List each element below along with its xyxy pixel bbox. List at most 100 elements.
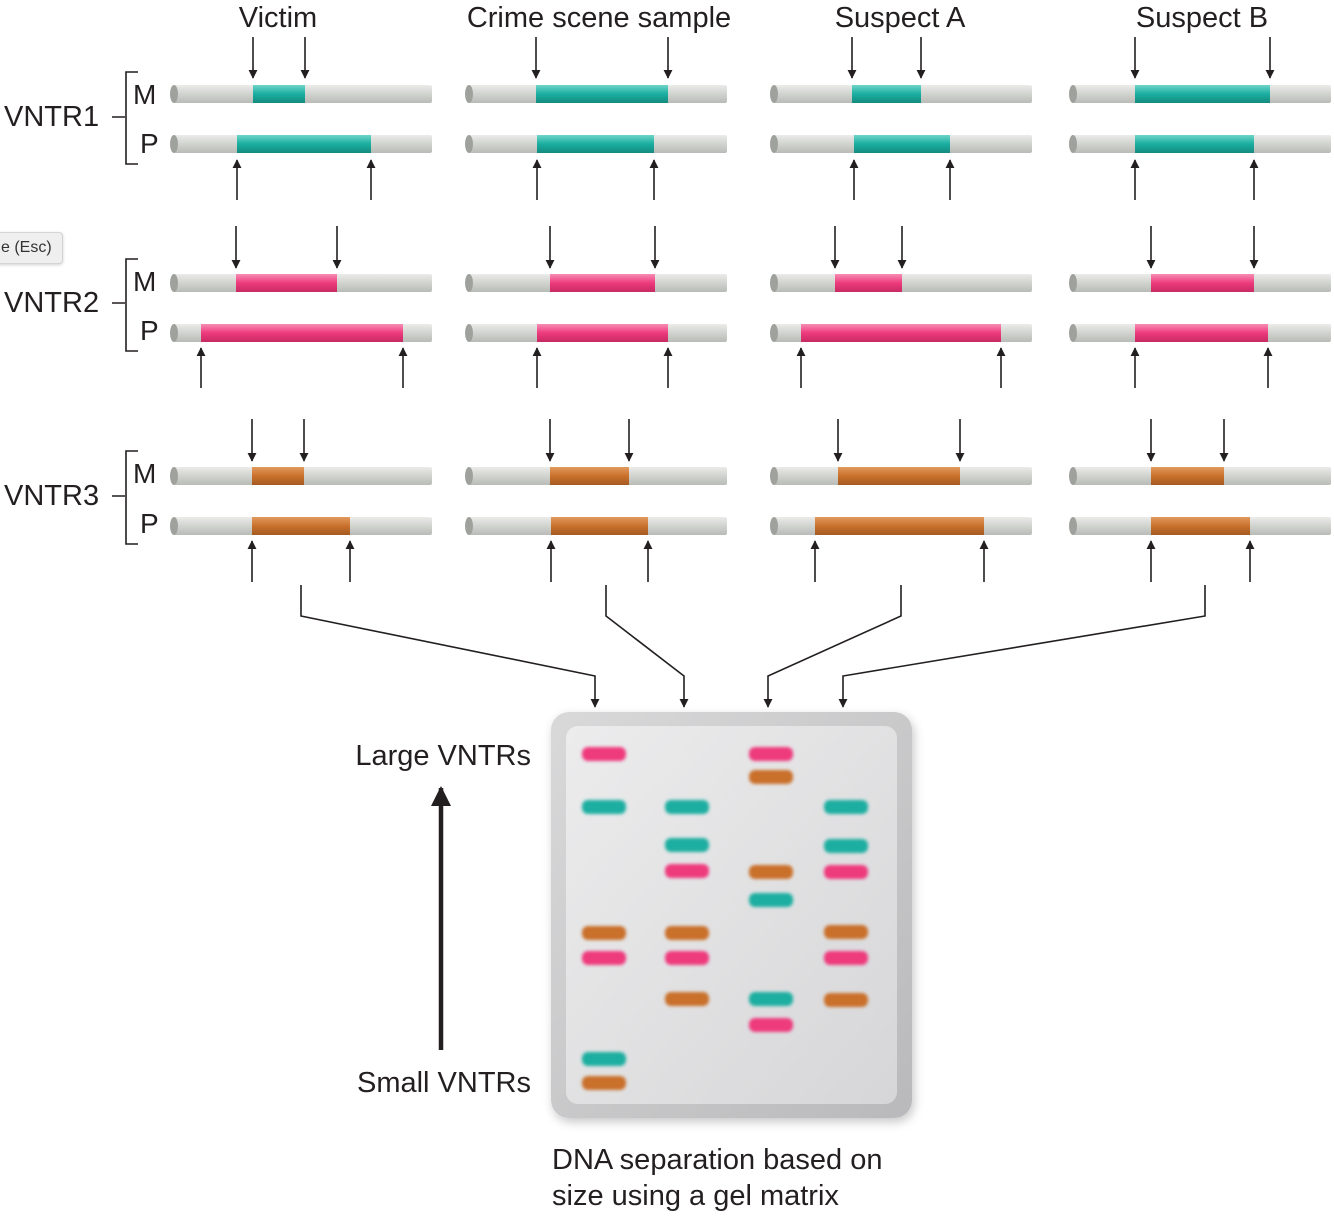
rod-end-cap: [170, 135, 178, 153]
locus-label-vntr3: VNTR3: [4, 480, 99, 512]
vntr-repeat-segment: [551, 517, 648, 535]
column-header-suspect-b: Suspect B: [1136, 2, 1268, 34]
vntr-repeat-segment: [1151, 517, 1250, 535]
rod-end-cap: [1069, 135, 1077, 153]
allele-rod-vntr2-suspect-b-maternal: [1069, 274, 1331, 292]
connector-victim: [300, 585, 600, 708]
dna-rod: [774, 274, 1032, 292]
gel-band-crime-scene-vntr1: [665, 838, 709, 852]
gel-band-suspect-b-vntr2: [824, 951, 868, 965]
gel-band-crime-scene-vntr3: [665, 992, 709, 1006]
rod-end-cap: [465, 85, 473, 103]
paternal-label-vntr1: P: [140, 128, 159, 159]
vntr-repeat-segment: [1135, 85, 1270, 103]
vntr-repeat-segment: [237, 135, 371, 153]
locus-bracket-vntr2: [112, 258, 138, 352]
gel-bed: [566, 726, 897, 1104]
rod-end-cap: [1069, 274, 1077, 292]
rod-end-cap: [1069, 517, 1077, 535]
rod-end-cap: [1069, 467, 1077, 485]
vntr-repeat-segment: [537, 324, 668, 342]
vntr-repeat-segment: [550, 467, 629, 485]
allele-rod-vntr2-crime-scene-maternal: [465, 274, 727, 292]
gel-band-suspect-a-vntr3: [749, 865, 793, 879]
small-vntrs-label: Small VNTRs: [357, 1067, 531, 1099]
gel-connectors: [300, 585, 1206, 708]
maternal-label-vntr1: M: [133, 79, 156, 110]
gel-band-suspect-a-vntr2: [749, 747, 793, 761]
rod-end-cap: [770, 517, 778, 535]
allele-rod-vntr3-suspect-a-maternal: [770, 467, 1032, 485]
rod-end-cap: [465, 274, 473, 292]
allele-rods: [170, 85, 1331, 535]
locus-bracket-vntr3: [112, 450, 138, 545]
vntr-repeat-segment: [835, 274, 902, 292]
gel-band-suspect-a-vntr1: [749, 893, 793, 907]
vntr-repeat-segment: [201, 324, 403, 342]
gel-band-victim-vntr3: [582, 926, 626, 940]
allele-rod-vntr1-victim-paternal: [170, 135, 432, 153]
allele-rod-vntr1-suspect-a-maternal: [770, 85, 1032, 103]
allele-rod-vntr2-crime-scene-paternal: [465, 324, 727, 342]
rod-end-cap: [465, 135, 473, 153]
allele-rod-vntr3-suspect-a-paternal: [770, 517, 1032, 535]
paternal-label-vntr2: P: [140, 315, 159, 346]
rod-end-cap: [465, 467, 473, 485]
gel-band-victim-vntr1: [582, 800, 626, 814]
rod-end-cap: [770, 467, 778, 485]
locus-label-vntr2: VNTR2: [4, 287, 99, 319]
gel-band-suspect-b-vntr1: [824, 839, 868, 853]
column-header-victim: Victim: [239, 2, 317, 34]
rod-end-cap: [170, 85, 178, 103]
vntr-repeat-segment: [252, 467, 304, 485]
gel-band-victim-vntr2: [582, 951, 626, 965]
connector-crime-scene: [605, 585, 689, 708]
vntr-repeat-segment: [838, 467, 960, 485]
large-vntrs-label: Large VNTRs: [355, 740, 531, 772]
rod-end-cap: [1069, 85, 1077, 103]
rod-end-cap: [465, 324, 473, 342]
restriction-cut-arrows: [196, 37, 1275, 582]
escape-hint[interactable]: e (Esc): [0, 232, 63, 264]
vntr-repeat-segment: [1151, 274, 1254, 292]
vntr-repeat-segment: [536, 85, 668, 103]
vntr-repeat-segment: [1151, 467, 1224, 485]
vntr-repeat-segment: [1135, 135, 1254, 153]
allele-rod-vntr1-crime-scene-paternal: [465, 135, 727, 153]
gel-band-suspect-b-vntr1: [824, 800, 868, 814]
rod-end-cap: [170, 274, 178, 292]
gel-band-suspect-b-vntr3: [824, 925, 868, 939]
rod-end-cap: [170, 467, 178, 485]
rod-end-cap: [465, 517, 473, 535]
size-axis: Large VNTRs Small VNTRs: [355, 740, 531, 1099]
allele-rod-vntr1-suspect-a-paternal: [770, 135, 1032, 153]
gel-band-suspect-b-vntr3: [824, 993, 868, 1007]
vntr-repeat-segment: [253, 85, 305, 103]
gel-matrix: [551, 712, 912, 1118]
column-header-suspect-a: Suspect A: [835, 2, 966, 34]
vntr-repeat-segment: [801, 324, 1001, 342]
allele-rod-vntr2-suspect-b-paternal: [1069, 324, 1331, 342]
allele-rod-vntr2-victim-paternal: [170, 324, 432, 342]
rod-end-cap: [770, 324, 778, 342]
vntr-repeat-segment: [854, 135, 950, 153]
gel-band-crime-scene-vntr2: [665, 951, 709, 965]
locus-bracket-vntr1: [112, 71, 138, 165]
gel-band-crime-scene-vntr1: [665, 800, 709, 814]
gel-band-victim-vntr1: [582, 1052, 626, 1066]
gel-caption-line1: DNA separation based on: [552, 1144, 883, 1176]
vntr-repeat-segment: [537, 135, 654, 153]
allele-rod-vntr3-victim-paternal: [170, 517, 432, 535]
vntr-repeat-segment: [550, 274, 655, 292]
vntr-repeat-segment: [815, 517, 984, 535]
maternal-label-vntr2: M: [133, 266, 156, 297]
rod-end-cap: [770, 274, 778, 292]
paternal-label-vntr3: P: [140, 508, 159, 539]
vntr-repeat-segment: [252, 517, 350, 535]
rod-end-cap: [170, 324, 178, 342]
allele-rod-vntr3-suspect-b-paternal: [1069, 517, 1331, 535]
rod-end-cap: [170, 517, 178, 535]
connector-suspect-b: [838, 585, 1206, 708]
allele-rod-vntr1-suspect-b-maternal: [1069, 85, 1331, 103]
